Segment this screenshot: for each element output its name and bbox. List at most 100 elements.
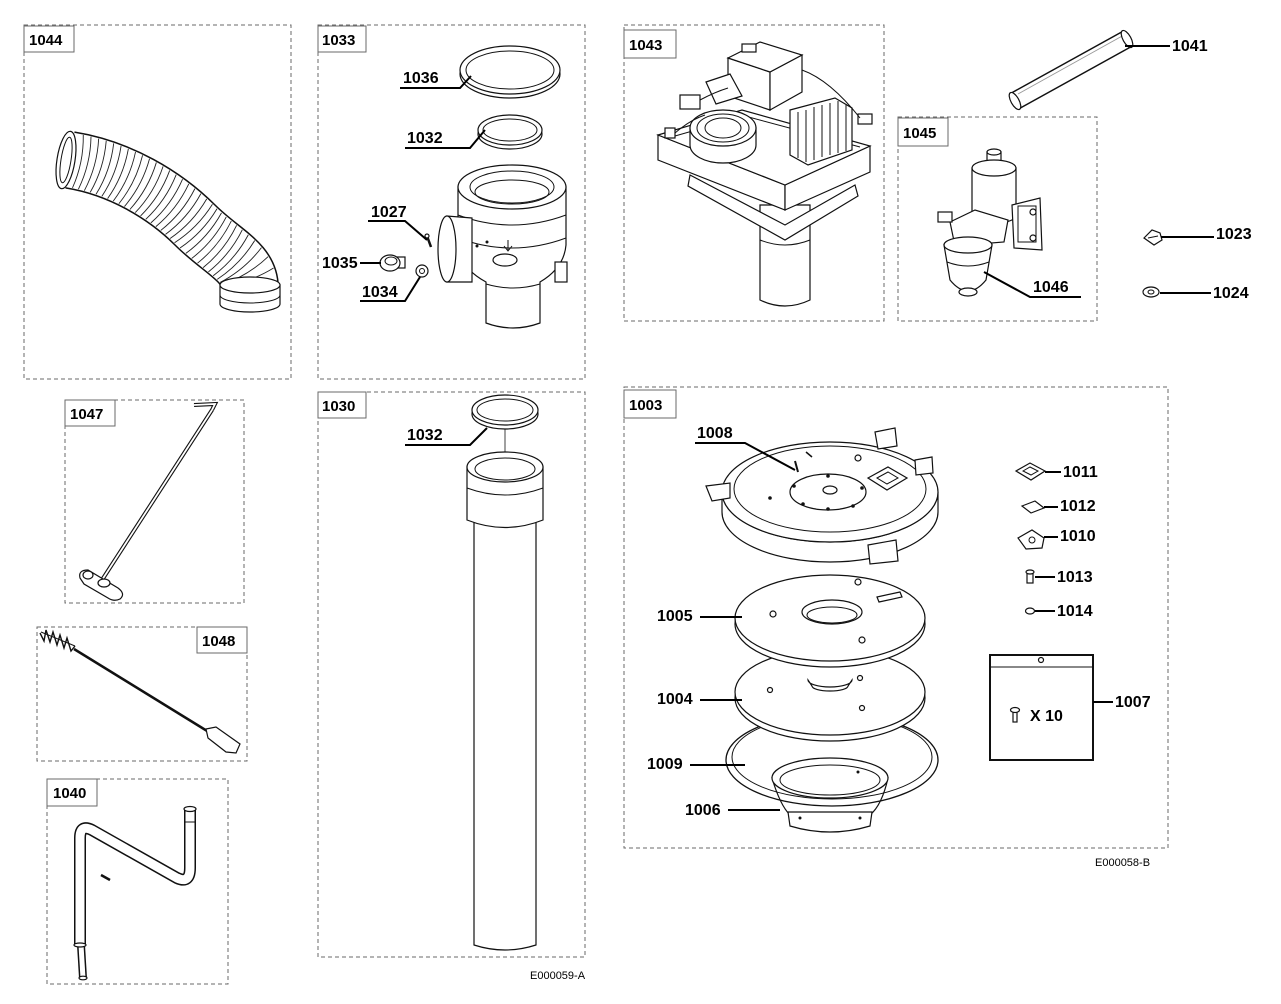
head-bracket [867, 539, 899, 565]
drawing-code: E000058-B [1095, 857, 1150, 869]
socket-band [466, 487, 544, 496]
pump-top-nub-cap [986, 148, 1002, 156]
panel-tag-box [623, 389, 677, 419]
cone-hole [858, 816, 862, 820]
head-hole [851, 504, 855, 508]
tube-drawing [1008, 29, 1134, 111]
nut-1034 [415, 264, 429, 278]
hook-tool-drawing [79, 401, 219, 601]
seal-ring [477, 114, 543, 146]
plate-hole [854, 578, 862, 586]
hose-corrugation [140, 170, 171, 217]
hose-corrugation [72, 134, 84, 189]
adapter-collar-inner [469, 170, 555, 204]
leader-line [405, 129, 486, 149]
plate-hole [766, 686, 774, 694]
insulation-plate-hole [807, 678, 853, 692]
plate-hole [856, 674, 864, 682]
pump-bracket-plate [1017, 205, 1037, 243]
hose-corrugation [219, 247, 262, 283]
callout-label: 1013 [1057, 569, 1093, 586]
callout-label: 1035 [322, 255, 358, 272]
panel-tag-box [23, 25, 75, 53]
bracket-screw [1029, 234, 1037, 242]
screw-icon-head [1009, 706, 1021, 714]
pipe-narrow [78, 944, 86, 979]
pipe-body [75, 810, 195, 945]
hook-handle-end [82, 570, 94, 580]
panel-tag-box [46, 778, 98, 807]
panel-tag-box [897, 117, 949, 147]
leader-lines [360, 45, 1214, 811]
nut-hole [419, 268, 425, 274]
hose-corrugation [197, 220, 232, 264]
hose-corrugation [216, 240, 256, 280]
head-pin [805, 451, 813, 458]
hose-corrugation [155, 183, 190, 227]
pipe-socket [466, 466, 544, 529]
head-screw [794, 460, 799, 473]
seal-ring [471, 394, 539, 426]
gas-valve-assembly-drawing [656, 41, 873, 307]
callout-label: 1010 [1060, 528, 1096, 545]
callout-label: 1023 [1216, 226, 1252, 243]
panel-tag: 1033 [322, 32, 355, 49]
callout-label: 1004 [657, 691, 693, 708]
leader-line [360, 276, 421, 302]
hose-end-opening [59, 136, 73, 184]
filter-band [946, 261, 990, 267]
kit-quantity: X 10 [1030, 708, 1063, 725]
panel-tag: 1045 [903, 125, 936, 142]
flexible-hose-drawing [55, 130, 281, 313]
hose-corrugation [83, 138, 100, 191]
hose-corrugation [134, 166, 164, 213]
panel-frame [623, 24, 885, 322]
connector [857, 113, 873, 125]
filter-bowl-rim [943, 236, 993, 254]
large-seal-ring-inner [465, 50, 555, 90]
head-bracket [705, 482, 731, 502]
brush-core [40, 631, 76, 647]
head-sight-plate-inner [875, 471, 900, 485]
hose-rings [72, 134, 277, 288]
panel-tag-box [317, 391, 367, 419]
bag-hang-hole [1037, 656, 1045, 664]
adapter-tab [554, 261, 568, 283]
panel-frame [317, 24, 586, 380]
callout-label: 1008 [697, 425, 733, 442]
fan-housing [689, 109, 757, 147]
burner-head-rim [733, 445, 927, 533]
bracket-screw [1029, 208, 1037, 216]
hose-collar-band [219, 294, 281, 304]
plate-hole [769, 610, 777, 618]
hose-corrugation [165, 193, 202, 235]
burner-plate-hole-edge [806, 606, 858, 624]
cone-hole [856, 770, 860, 774]
panel-tags: 1044 1033 1043 1045 1047 1048 1040 1030 … [23, 25, 949, 807]
head-hole [860, 486, 864, 490]
panel-tag: 1003 [629, 397, 662, 414]
hose-corrugation [174, 204, 213, 244]
hose-corrugation [150, 178, 183, 224]
burner-cone-base [787, 811, 873, 833]
head-sight-plate [866, 466, 909, 491]
connector [664, 127, 676, 139]
burner-cone-rim [771, 757, 889, 799]
hose-corrugation [212, 234, 249, 277]
callout-label: 1011 [1063, 464, 1098, 481]
seal-ring-inner [476, 398, 534, 422]
burner-plate-hole [801, 599, 863, 625]
callout-label: 1041 [1172, 38, 1208, 55]
panel-frame [897, 116, 1098, 322]
callout-label: 1009 [647, 756, 683, 773]
callout-label: 1014 [1057, 603, 1093, 620]
plate-hole [858, 636, 866, 644]
adapter-top-collar [457, 164, 567, 210]
hose-body [65, 132, 278, 291]
head-bracket [914, 456, 934, 476]
head-stud [854, 454, 862, 462]
hose-corrugation [208, 229, 243, 273]
panel-tag: 1043 [629, 37, 662, 54]
bracket-1010 [1017, 529, 1045, 550]
